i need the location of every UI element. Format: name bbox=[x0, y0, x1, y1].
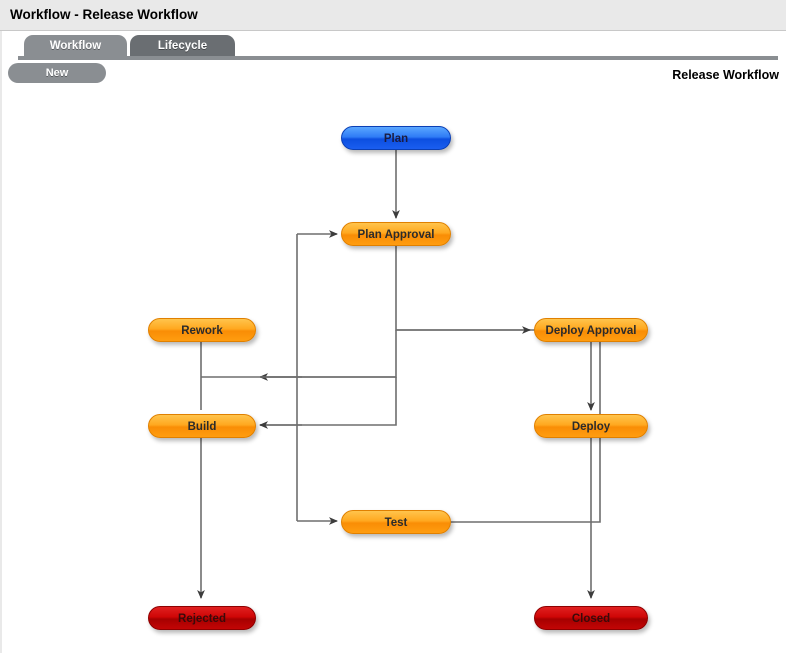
window-left-edge bbox=[0, 0, 2, 653]
node-test[interactable]: Test bbox=[341, 510, 451, 534]
connector-branch-rework-path bbox=[260, 330, 397, 378]
connector-test-to-deploy-approval bbox=[451, 330, 601, 523]
new-button[interactable]: New bbox=[8, 63, 106, 83]
workflow-name-label: Release Workflow bbox=[672, 68, 779, 82]
node-plan[interactable]: Plan bbox=[341, 126, 451, 150]
node-deploy-approval[interactable]: Deploy Approval bbox=[534, 318, 648, 342]
node-deploy[interactable]: Deploy bbox=[534, 414, 648, 438]
tab-workflow[interactable]: Workflow bbox=[24, 35, 127, 57]
connector-layer bbox=[197, 150, 601, 599]
window-title-bar: Workflow - Release Workflow bbox=[0, 0, 786, 31]
node-plan-approval[interactable]: Plan Approval bbox=[341, 222, 451, 246]
page-title: Workflow - Release Workflow bbox=[10, 7, 198, 22]
node-rejected[interactable]: Rejected bbox=[148, 606, 256, 630]
connector-branch-build-path bbox=[260, 377, 397, 426]
toolbar-divider bbox=[18, 56, 778, 60]
node-build[interactable]: Build bbox=[148, 414, 256, 438]
tab-bar: Workflow Lifecycle bbox=[0, 32, 786, 57]
tab-lifecycle[interactable]: Lifecycle bbox=[130, 35, 235, 57]
workflow-diagram-canvas[interactable]: Plan Plan Approval Rework Deploy Approva… bbox=[2, 88, 786, 653]
node-rework[interactable]: Rework bbox=[148, 318, 256, 342]
node-closed[interactable]: Closed bbox=[534, 606, 648, 630]
